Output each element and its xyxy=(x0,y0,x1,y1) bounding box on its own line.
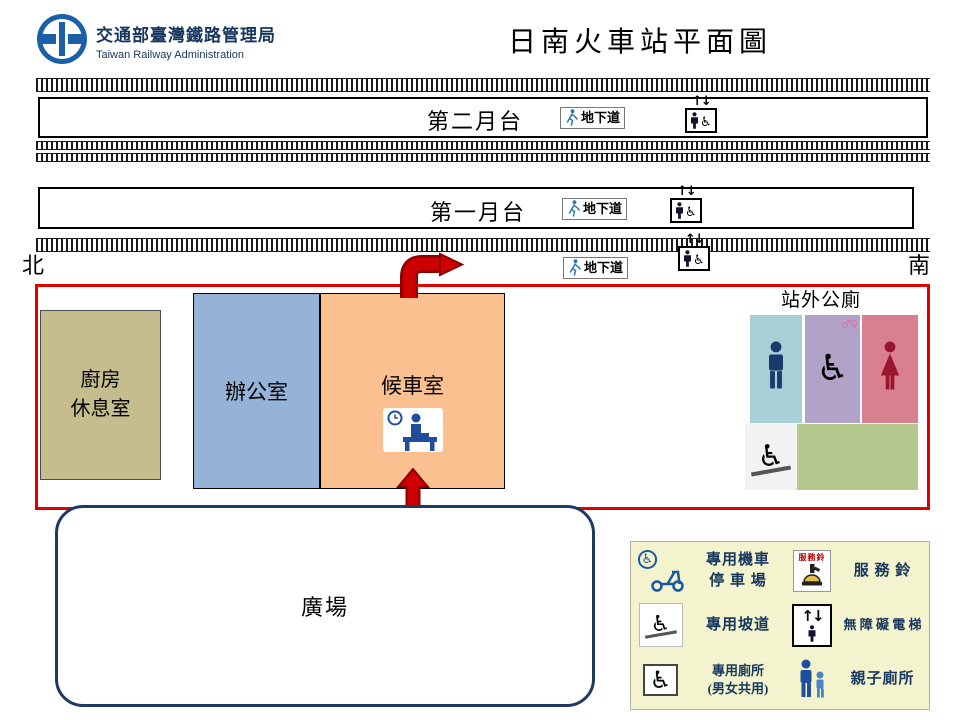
platform-2-label: 第二月台 xyxy=(427,109,524,134)
person-icon xyxy=(808,625,816,642)
waiting-room: 候車室 xyxy=(320,293,505,489)
platform-2: 第二月台 地下道 ↑↓ ♿ xyxy=(38,95,928,138)
legend-ramp-label: 專用坡道 xyxy=(705,616,770,633)
elevator-arrows-icon: ↑↓ xyxy=(801,606,824,625)
walking-person-icon xyxy=(569,259,581,276)
agency-name: 交通部臺灣鐵路管理局 Taiwan Railway Administration xyxy=(96,21,276,61)
underpass-icon: 地下道 xyxy=(560,107,626,129)
ramp-slope-icon xyxy=(644,630,677,640)
elevator-arrows-icon: ↑↓ xyxy=(684,232,705,247)
elevator-arrows-icon: ↑↓ xyxy=(691,94,712,109)
wheelchair-icon: ♿ xyxy=(816,348,849,389)
walking-person-icon xyxy=(568,200,580,217)
elevator-arrows-icon: ↑↓ xyxy=(676,184,697,199)
legend: ♿ 專用機車 停 車 場 服務鈴 服 務 鈴 ♿ 專用坡道 ↑↓ xyxy=(630,541,930,710)
ramp-tile: ♿ xyxy=(745,424,797,490)
plaza-label: 廣場 xyxy=(300,595,349,620)
wheelchair-icon: ♿ xyxy=(693,253,705,268)
legend-service-bell-label: 服 務 鈴 xyxy=(853,562,912,579)
wheelchair-icon: ♿ xyxy=(700,115,712,130)
accessible-toilet-tile: ♂♀ ♿ xyxy=(805,315,860,423)
gender-symbols-icon: ♂♀ xyxy=(841,318,858,331)
legend-elevator-label: 無 障 礙 電 梯 xyxy=(843,617,922,633)
kitchen-rest-room: 廚房 休息室 xyxy=(40,310,161,480)
walking-person-icon xyxy=(566,109,578,126)
elevator-box: ♿ xyxy=(685,108,717,133)
wheelchair-icon: ♿ xyxy=(637,550,658,570)
woman-icon xyxy=(880,341,900,390)
underpass-label: 地下道 xyxy=(581,110,621,125)
platform-1: 第一月台 地下道 ↑↓ ♿ xyxy=(38,185,914,229)
underpass-label: 地下道 xyxy=(584,260,624,275)
agency-name-zh: 交通部臺灣鐵路管理局 xyxy=(96,26,276,45)
elevator-legend-icon: ↑↓ xyxy=(792,603,832,647)
platform-1-label: 第一月台 xyxy=(430,200,527,225)
bell-press-icon xyxy=(802,563,822,586)
tra-logo-icon xyxy=(37,14,87,64)
elevator-icon: ↑↓ ♿ xyxy=(670,185,702,223)
exit-arrow-icon xyxy=(400,252,465,298)
railway-track-4 xyxy=(36,238,930,252)
mens-toilet-tile xyxy=(750,315,802,423)
wheelchair-icon: ♿ xyxy=(650,612,671,638)
accessible-toilet-icon: ♿ xyxy=(642,663,679,696)
underpass-icon: 地下道 xyxy=(562,198,628,220)
plaza: 廣場 xyxy=(55,505,595,707)
person-icon xyxy=(684,250,691,267)
family-toilet-icon xyxy=(800,659,824,698)
agency-name-en: Taiwan Railway Administration xyxy=(96,49,244,61)
waiting-room-icon xyxy=(382,408,443,452)
womens-toilet-tile xyxy=(862,315,918,423)
service-bell-icon-label: 服務鈴 xyxy=(798,553,826,563)
elevator-box: ♿ xyxy=(670,198,702,223)
green-area-tile xyxy=(797,424,918,490)
wheelchair-icon: ♿ xyxy=(757,438,785,474)
wheelchair-icon: ♿ xyxy=(649,665,672,694)
page-title: 日南火車站平面圖 xyxy=(507,27,772,58)
person-icon xyxy=(676,202,683,219)
elevator-icon: ↑↓ ♿ xyxy=(678,233,710,271)
railway-track-3 xyxy=(36,153,930,162)
waiting-room-label: 候車室 xyxy=(381,374,444,398)
compass-north-label: 北 xyxy=(22,253,45,278)
outside-toilet-label: 站外公廁 xyxy=(781,290,862,311)
ramp-legend-icon: ♿ xyxy=(638,603,683,648)
wheelchair-icon: ♿ xyxy=(685,205,697,220)
person-icon xyxy=(691,112,698,129)
elevator-box: ♿ xyxy=(678,246,710,271)
elevator-icon: ↑↓ ♿ xyxy=(685,95,717,133)
legend-moto-parking-label: 專用機車 停 車 場 xyxy=(705,552,770,590)
legend-toilet-label: 專用廁所 (男女共用) xyxy=(707,662,769,696)
legend-family-toilet-label: 親子廁所 xyxy=(850,671,915,688)
man-icon xyxy=(769,341,783,389)
compass-south-label: 南 xyxy=(908,253,931,278)
underpass-label: 地下道 xyxy=(583,201,623,216)
motorcycle-parking-icon: ♿ xyxy=(637,550,684,592)
railway-track-1 xyxy=(36,78,930,92)
service-bell-icon: 服務鈴 xyxy=(793,550,831,593)
railway-track-2 xyxy=(36,141,930,150)
scooter-icon xyxy=(650,570,684,592)
office-room: 辦公室 xyxy=(193,293,320,489)
underpass-icon: 地下道 xyxy=(563,257,629,279)
